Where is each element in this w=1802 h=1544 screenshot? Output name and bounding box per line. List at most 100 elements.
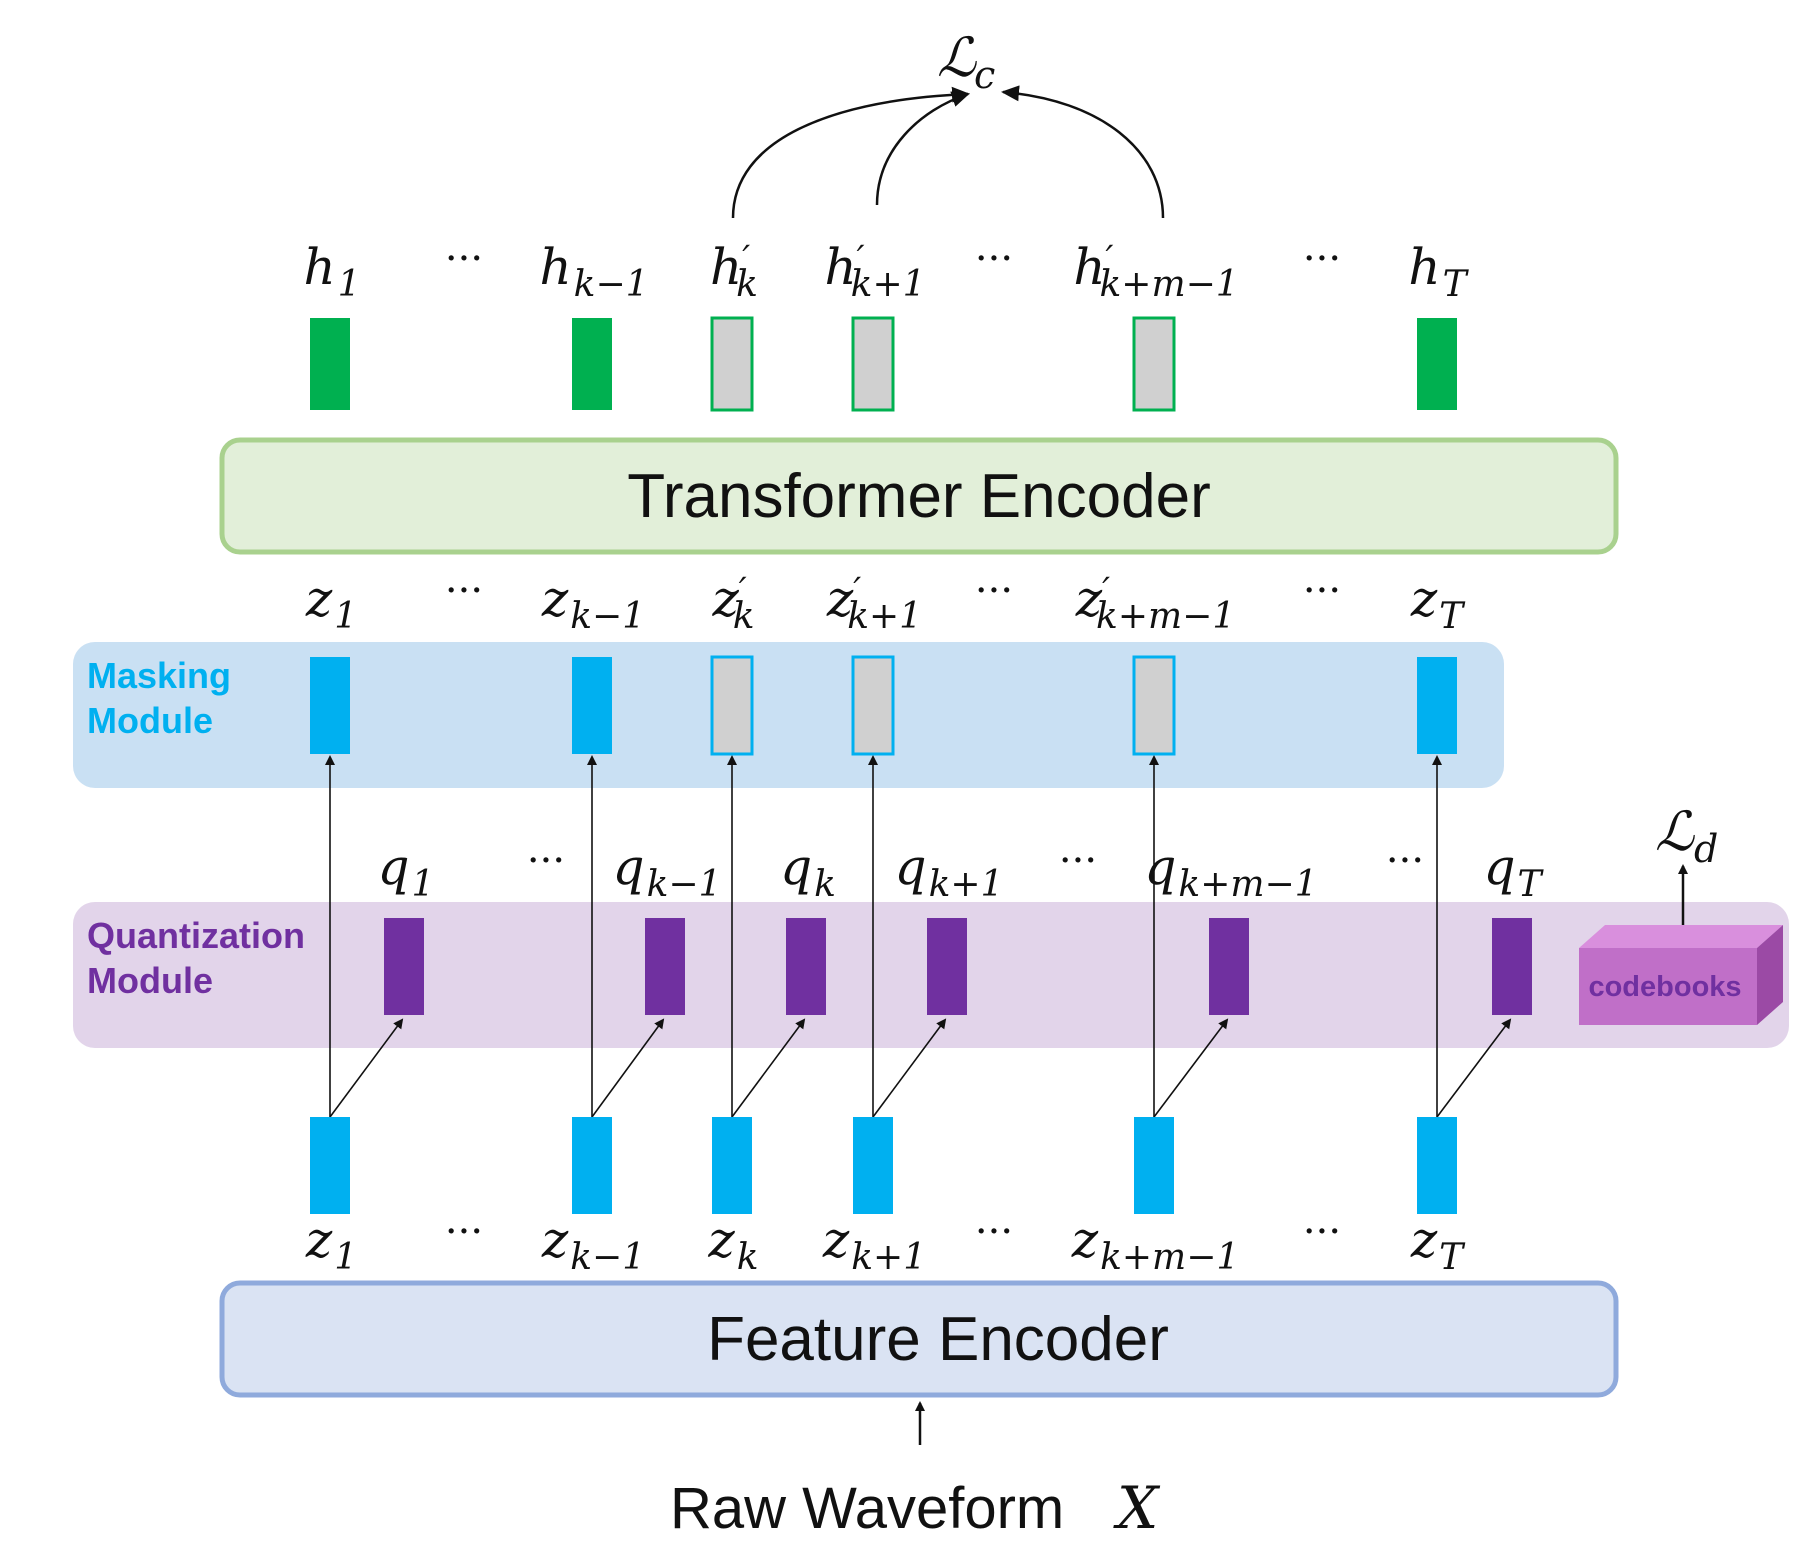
transformer-encoder-label: Transformer Encoder (627, 462, 1210, 531)
ellipsis-3-1: ··· (527, 838, 565, 884)
codebooks-front-face (1579, 948, 1757, 1025)
ellipsis-3-3: ··· (1386, 838, 1424, 884)
ellipsis-2-3: ··· (1303, 568, 1341, 614)
quantized-label-2: qk−1 (613, 838, 722, 905)
arrow-latent-to-quantized-1 (329, 1018, 404, 1118)
latent-label-3-symbol: zk (707, 1211, 758, 1278)
masked-latent-label-1: z1 (305, 570, 357, 637)
output-vector-5 (1132, 316, 1176, 412)
masked-latent-label-4-symbol: z′k+1 (826, 570, 922, 637)
latent-label-6: zT (1410, 1211, 1466, 1278)
ellipsis-1-3: ··· (1303, 236, 1341, 282)
latent-vector-6 (1417, 1117, 1457, 1214)
output-label-4: h′k+1 (824, 238, 925, 305)
quantized-vector-1 (384, 918, 424, 1015)
contrastive-loss-base: ℒ (937, 26, 977, 89)
latent-label-3: zk (707, 1211, 758, 1278)
contrastive-arrow-from-hk (731, 86, 970, 219)
ellipsis-4-2: ··· (975, 1209, 1013, 1255)
latent-label-1: z1 (305, 1211, 357, 1278)
masked-latent-label-5: z′k+m−1 (1075, 570, 1235, 637)
raw-waveform-text: Raw Waveform (670, 1476, 1064, 1541)
output-label-6: hT (1408, 238, 1469, 305)
masking-module-band (73, 642, 1504, 788)
masked-latent-label-6-symbol: zT (1410, 570, 1466, 637)
output-label-5: h′k+m−1 (1073, 238, 1238, 305)
ellipsis-2-2: ··· (975, 568, 1013, 614)
masked-latent-vector-4 (851, 655, 895, 756)
latent-vector-4 (853, 1117, 893, 1214)
masked-latent-label-1-symbol: z1 (305, 570, 357, 637)
contrastive-arrow-from-hk1 (875, 91, 970, 206)
contrastive-loss-label: ℒ c (937, 26, 995, 97)
latent-label-4: zk+1 (822, 1211, 926, 1278)
feature-encoder-label: Feature Encoder (707, 1305, 1169, 1374)
quantized-label-3: qk (780, 838, 836, 905)
latent-vector-1 (310, 1117, 350, 1214)
latent-label-1-symbol: z1 (305, 1211, 357, 1278)
quantization-module-label-line1: Quantization (87, 915, 305, 956)
output-vector-4 (851, 316, 895, 412)
ellipsis-4-1: ··· (445, 1209, 483, 1255)
arrow-latent-to-quantized-5 (1153, 1018, 1229, 1118)
feature-encoder-block (219, 1280, 1619, 1398)
output-vector-3 (710, 316, 754, 412)
output-label-4-symbol: h′k+1 (824, 238, 925, 305)
arrow-latent-to-quantized-2 (591, 1018, 665, 1118)
output-vector-1 (310, 318, 350, 410)
output-label-2: hk−1 (539, 238, 648, 305)
latent-label-2: zk−1 (541, 1211, 645, 1278)
connection-arrows (325, 755, 1512, 1118)
ellipsis-3-2: ··· (1059, 838, 1097, 884)
quantized-vector-4 (927, 918, 967, 1015)
diversity-loss-label: ℒ d (1655, 800, 1718, 871)
quantized-label-6-symbol: qT (1483, 838, 1544, 905)
masking-module-label-line1: Masking (87, 655, 231, 696)
latent-vector-2 (572, 1117, 612, 1214)
output-label-2-symbol: hk−1 (539, 238, 648, 305)
latent-vector-3 (712, 1117, 752, 1214)
diversity-loss-base: ℒ (1655, 800, 1695, 863)
masked-latent-label-3-symbol: z′k (711, 570, 754, 637)
ellipsis-1-1: ··· (445, 236, 483, 282)
ellipsis-1-2: ··· (975, 236, 1013, 282)
latent-label-5-symbol: zk+m−1 (1071, 1211, 1240, 1278)
masked-latent-vector-6 (1417, 657, 1457, 754)
latent-label-5: zk+m−1 (1071, 1211, 1240, 1278)
output-label-1-symbol: h1 (303, 238, 360, 305)
masked-latent-vector-3 (710, 655, 754, 756)
vector-labels: h1 hk−1 h′k h′k+1 h′k+m−1 hT z1 zk−1 z′k z′k+1 z′k… (303, 236, 1544, 1278)
quantized-label-4-symbol: qk+1 (895, 838, 1004, 905)
codebooks-box: codebooks (1579, 925, 1783, 1025)
quantized-label-6: qT (1483, 838, 1544, 905)
masked-latent-label-5-symbol: z′k+m−1 (1075, 570, 1235, 637)
quantized-label-2-symbol: qk−1 (613, 838, 722, 905)
masked-latent-label-4: z′k+1 (826, 570, 922, 637)
raw-waveform-symbol: X (1113, 1474, 1161, 1542)
latent-vector-5 (1134, 1117, 1174, 1214)
masked-latent-label-2: zk−1 (541, 570, 645, 637)
quantized-vector-6 (1492, 918, 1532, 1015)
masked-latent-label-2-symbol: zk−1 (541, 570, 645, 637)
quantized-label-4: qk+1 (895, 838, 1004, 905)
quantized-vector-5 (1209, 918, 1249, 1015)
quantized-label-1-symbol: q1 (378, 838, 435, 905)
latent-label-4-symbol: zk+1 (822, 1211, 926, 1278)
arrow-latent-to-quantized-6 (1436, 1018, 1512, 1118)
output-label-6-symbol: hT (1408, 238, 1469, 305)
contrastive-loss-sub: c (974, 53, 995, 97)
arrow-latent-to-quantized-4 (872, 1018, 947, 1118)
contrastive-arrow-from-hkm1 (1001, 85, 1165, 219)
masking-module-label-line2: Module (87, 700, 213, 741)
raw-waveform-label: Raw Waveform X (670, 1474, 1161, 1542)
quantized-label-5-symbol: qk+m−1 (1144, 838, 1317, 905)
output-label-5-symbol: h′k+m−1 (1073, 238, 1238, 305)
latent-label-6-symbol: zT (1410, 1211, 1466, 1278)
output-label-3: h′k (710, 238, 758, 305)
masked-latent-label-3: z′k (711, 570, 754, 637)
quantized-label-1: q1 (378, 838, 435, 905)
quantized-vector-3 (786, 918, 826, 1015)
masked-latent-vector-2 (572, 657, 612, 754)
masked-latent-vector-1 (310, 657, 350, 754)
quantized-label-5: qk+m−1 (1144, 838, 1317, 905)
